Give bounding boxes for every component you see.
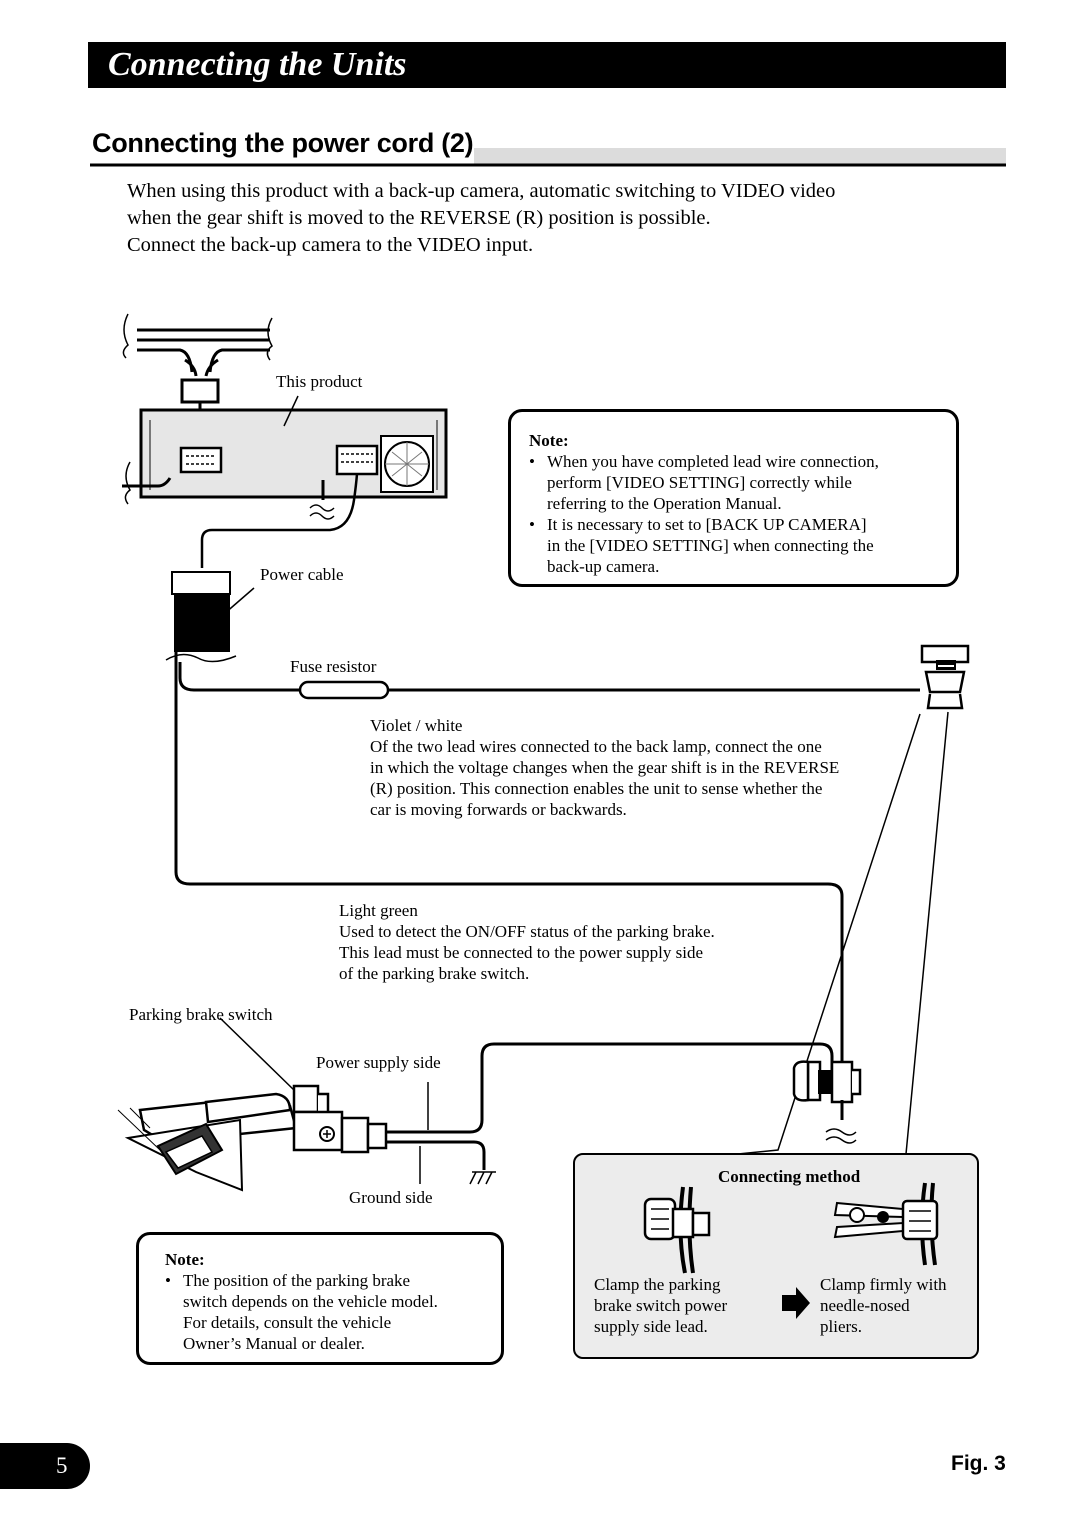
figure-label: Fig. 3 [951, 1452, 1006, 1475]
description-line: This lead must be connected to the power… [339, 943, 703, 962]
bullet-icon: • [529, 452, 535, 471]
step2-line: pliers. [820, 1317, 863, 1336]
step1-line: Clamp the parking [594, 1275, 721, 1294]
this-product-label: This product [276, 372, 363, 391]
intro-line: Connect the back-up camera to the VIDEO … [127, 234, 534, 256]
note-item: • It is necessary to set to [BACK UP CAM… [529, 514, 942, 577]
note-item: • When you have completed lead wire conn… [529, 451, 942, 514]
power-cable-connector [171, 571, 231, 595]
light-green-description: Light green Used to detect the ON/OFF st… [339, 900, 799, 984]
note-box-bottom: Note: • The position of the parking brak… [136, 1232, 504, 1365]
note-box-top: Note: • When you have completed lead wir… [508, 409, 959, 587]
back-lamp-connector [920, 644, 970, 664]
chapter-title: Connecting the Units [108, 46, 407, 83]
step2-line: Clamp firmly with [820, 1275, 947, 1294]
note-line: switch depends on the vehicle model. [183, 1292, 438, 1311]
note-title: Note: [529, 431, 569, 450]
fuse-resistor [298, 680, 390, 700]
intro-paragraph: When using this product with a back-up c… [127, 178, 987, 259]
violet-white-description: Violet / white Of the two lead wires con… [370, 715, 930, 820]
section-title-underline [90, 148, 1006, 167]
step1-line: brake switch power [594, 1296, 728, 1315]
description-line: in which the voltage changes when the ge… [370, 758, 840, 777]
note-line: referring to the Operation Manual. [547, 494, 782, 513]
description-line: car is moving forwards or backwards. [370, 800, 627, 819]
light-green-label: Light green [339, 901, 418, 920]
connecting-method-title: Connecting method [718, 1167, 861, 1186]
note-line: Owner’s Manual or dealer. [183, 1334, 365, 1353]
section-title: Connecting the power cord (2) [92, 128, 474, 158]
note-line: It is necessary to set to [BACK UP CAMER… [547, 515, 867, 534]
step1-text: Clamp the parking brake switch power sup… [594, 1274, 727, 1337]
ground-side-label: Ground side [349, 1188, 433, 1207]
step2-text: Clamp firmly with needle-nosed pliers. [820, 1274, 947, 1337]
note-item: • The position of the parking brake swit… [165, 1270, 489, 1354]
page-number-tab [0, 1443, 90, 1489]
note-line: The position of the parking brake [183, 1271, 411, 1290]
note-line: For details, consult the vehicle [183, 1313, 392, 1332]
step2-line: needle-nosed [820, 1296, 910, 1315]
power-cable-label: Power cable [260, 565, 344, 584]
description-line: (R) position. This connection enables th… [370, 779, 823, 798]
page-number: 5 [56, 1453, 68, 1478]
parking-brake-switch-label: Parking brake switch [129, 1005, 273, 1024]
note-line: in the [VIDEO SETTING] when connecting t… [547, 536, 874, 555]
note-line: perform [VIDEO SETTING] correctly while [547, 473, 852, 492]
parking-brake-switch [292, 1084, 320, 1114]
chapter-header-bar [88, 42, 1006, 88]
bullet-icon: • [529, 515, 535, 534]
violet-white-label: Violet / white [370, 716, 463, 735]
connecting-method-box [573, 1153, 979, 1359]
intro-line: when the gear shift is moved to the REVE… [127, 207, 711, 229]
description-line: of the parking brake switch. [339, 964, 530, 983]
intro-line: When using this product with a back-up c… [127, 180, 836, 202]
bullet-icon: • [165, 1271, 171, 1290]
power-supply-side-label: Power supply side [316, 1053, 441, 1072]
note-line: When you have completed lead wire connec… [547, 452, 879, 471]
description-line: Of the two lead wires connected to the b… [370, 737, 822, 756]
note-title: Note: [165, 1250, 205, 1269]
description-line: Used to detect the ON/OFF status of the … [339, 922, 715, 941]
connecting-method-illustration [643, 1182, 939, 1274]
connector-plug [180, 378, 220, 404]
step1-line: supply side lead. [594, 1317, 708, 1336]
note-line: back-up camera. [547, 557, 660, 576]
fuse-resistor-label: Fuse resistor [290, 657, 377, 676]
right-arrow-icon [782, 1287, 810, 1319]
